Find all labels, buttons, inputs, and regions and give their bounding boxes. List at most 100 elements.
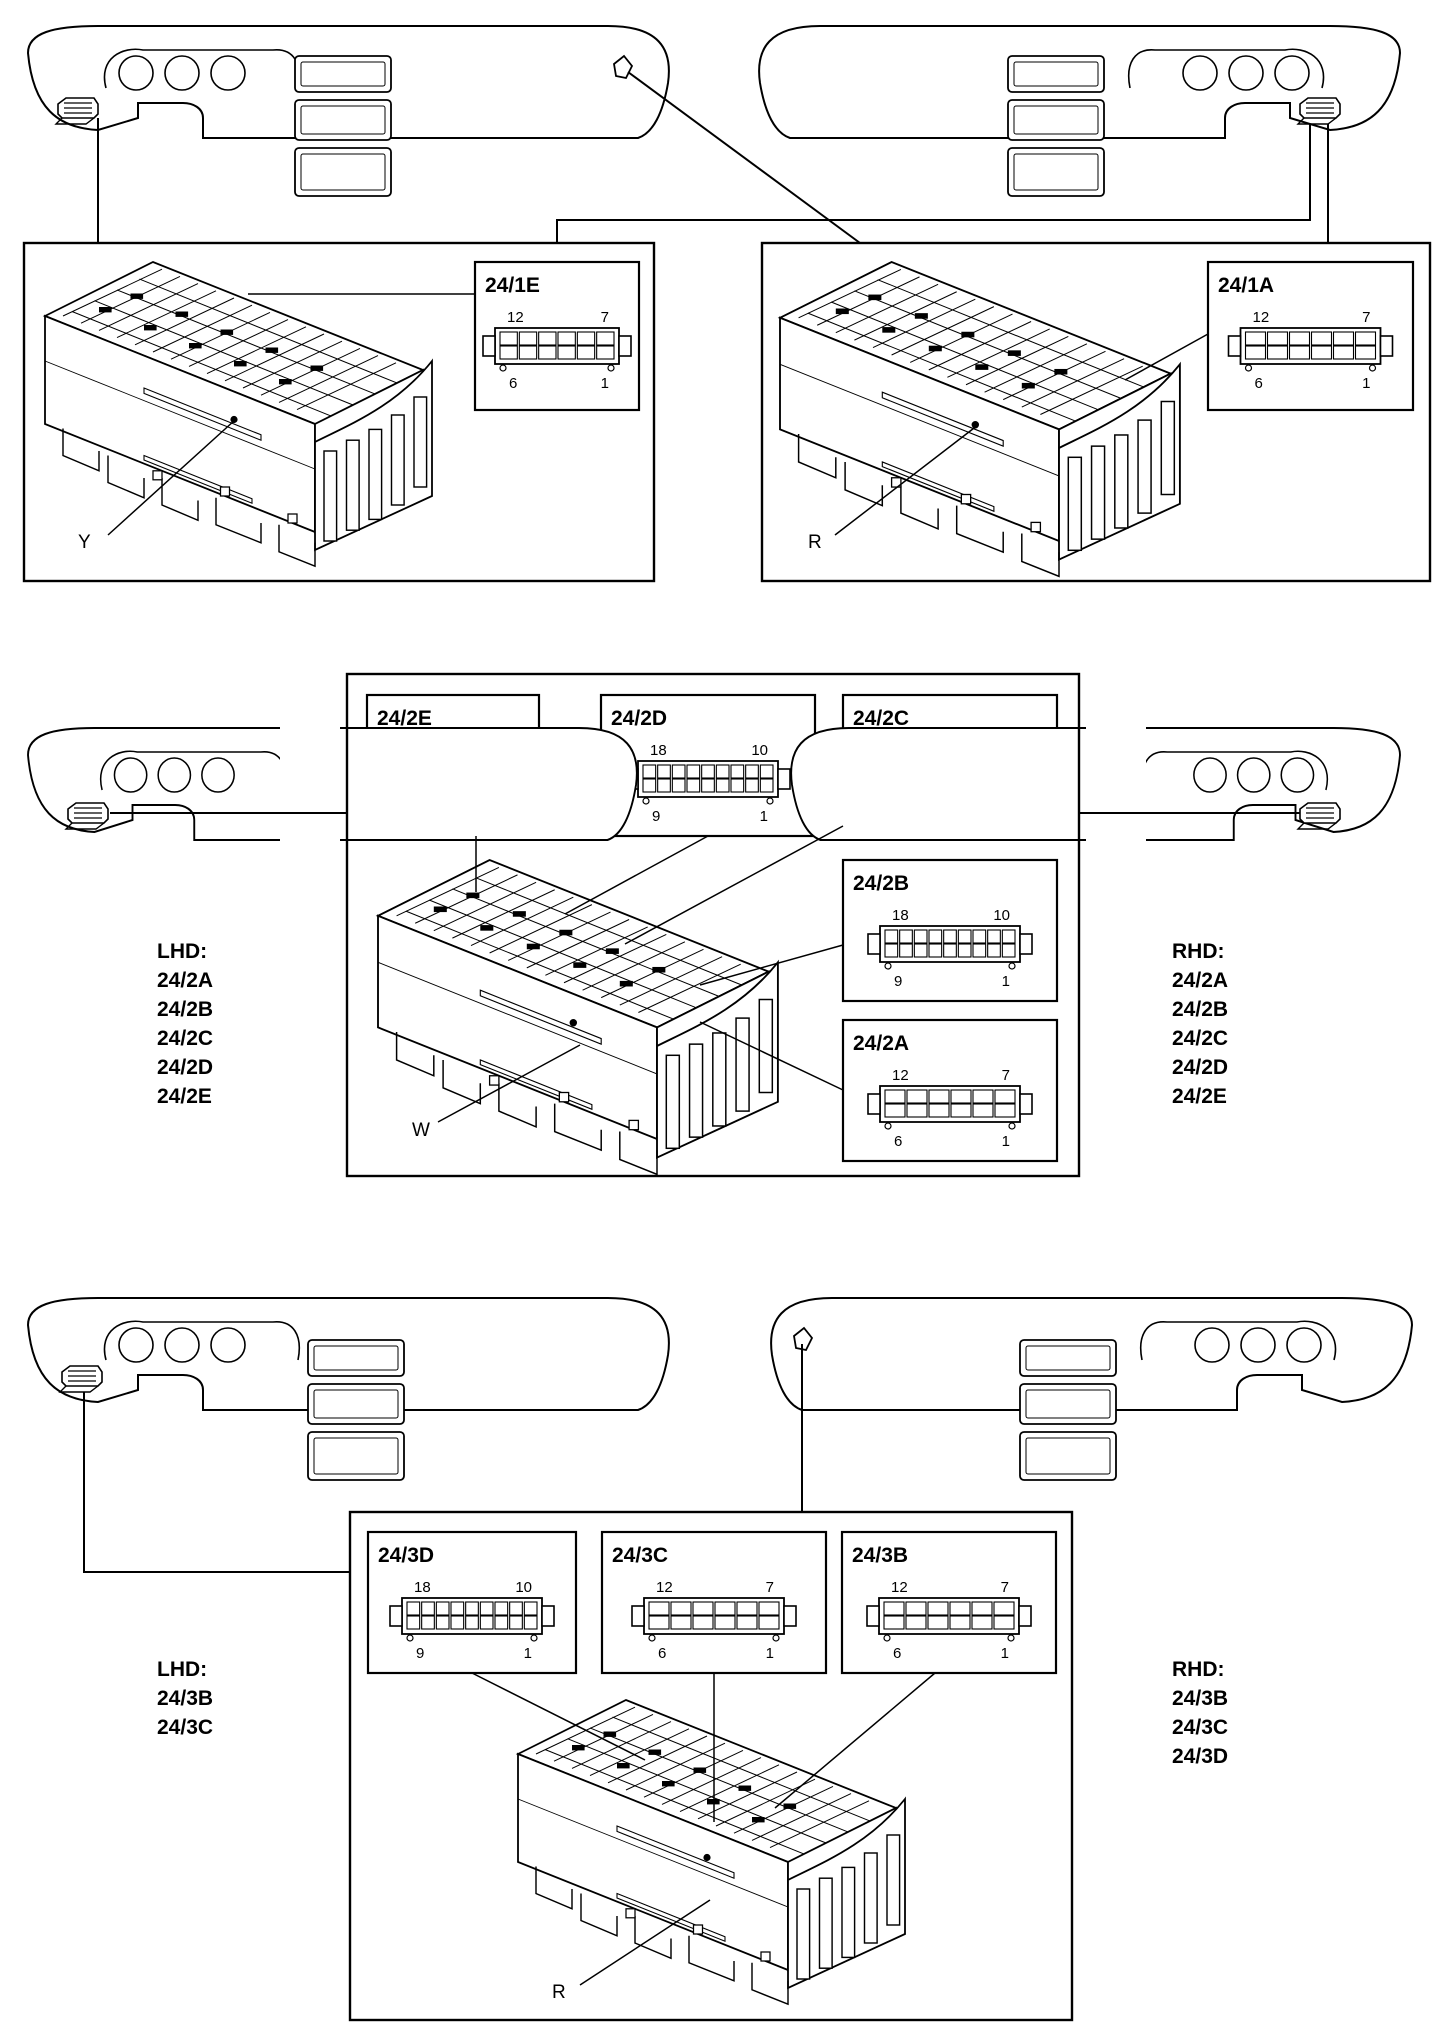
connector-pin-marker	[772, 1634, 780, 1642]
pin-number-label: 1	[601, 375, 609, 392]
pin-number-label: 1	[524, 1645, 532, 1662]
connector-cavity	[987, 929, 1001, 944]
connector-code: 24/2D	[611, 707, 667, 730]
connector-cavity	[686, 778, 701, 793]
connector-pin-marker	[648, 1634, 656, 1642]
lhd-title: LHD:	[157, 940, 208, 963]
connector-code: 24/3C	[612, 1544, 668, 1567]
connector-latch	[867, 1093, 881, 1115]
pin-number-label: 18	[650, 742, 667, 759]
connector-cavity	[701, 778, 715, 793]
pin-number-label: 7	[1001, 1579, 1009, 1596]
rhd-item: 24/2C	[1172, 1027, 1229, 1050]
pin-number-label: 1	[1001, 1645, 1009, 1662]
connector-latch	[482, 335, 496, 357]
pin-number-label: 6	[509, 375, 517, 392]
connector-cavity	[905, 1615, 927, 1630]
connector-cavity	[465, 1601, 479, 1616]
rhd-connector-list: RHD: 24/3B 24/3C 24/3D	[1172, 1655, 1228, 1771]
connector-latch	[866, 1605, 880, 1627]
connector-pin-marker	[1007, 1634, 1015, 1642]
connector-pin-marker	[406, 1634, 414, 1642]
pin-number-label: 12	[892, 1067, 909, 1084]
unit-frame-right	[760, 241, 1432, 583]
connector-cavity	[576, 331, 596, 346]
connector-cavity	[715, 764, 730, 779]
pin-number-label: 1	[1002, 1133, 1010, 1150]
central-electronic-module-right	[779, 261, 1181, 578]
connector-cavity	[479, 1601, 494, 1616]
connector-cavity	[714, 1601, 736, 1616]
connector-cavity	[523, 1615, 538, 1630]
connector-cavity	[884, 1103, 906, 1118]
connector-cavity	[450, 1601, 465, 1616]
connector-cavity	[435, 1601, 450, 1616]
connector-cavity	[994, 1103, 1016, 1118]
connector-pin-marker	[1008, 962, 1016, 970]
connector-cavity	[759, 764, 774, 779]
connector-cavity	[642, 778, 657, 793]
connector-cavity	[715, 778, 730, 793]
connector-cavity	[928, 943, 943, 958]
connector-cavity	[730, 764, 745, 779]
connector-cavity	[1244, 345, 1267, 360]
connector-cavity	[576, 345, 596, 360]
section-3: R	[27, 1297, 1412, 2022]
rhd-item: 24/3D	[1172, 1745, 1229, 1768]
connector-cavity	[927, 1601, 949, 1616]
connector-cavity	[494, 1615, 509, 1630]
connector-cavity	[596, 331, 615, 346]
pin-number-label: 12	[891, 1579, 908, 1596]
connector-latch	[631, 1605, 645, 1627]
connector-cavity	[928, 1089, 950, 1104]
connector-cavity	[957, 929, 972, 944]
pin-number-label: 6	[894, 1133, 902, 1150]
unit-frame-left	[22, 241, 656, 583]
connector-cavity	[406, 1615, 421, 1630]
connector-cavity	[987, 943, 1001, 958]
connector-code: 24/3D	[378, 1544, 434, 1567]
connector-code: 24/1A	[1218, 274, 1274, 297]
connector-cavity	[557, 331, 576, 346]
connector-cavity	[759, 778, 774, 793]
connector-cavity	[670, 1601, 692, 1616]
connector-cavity	[943, 929, 957, 944]
connector-cavity	[906, 1103, 928, 1118]
connector-cavity	[899, 943, 913, 958]
connector-cavity	[671, 764, 686, 779]
connector-cavity	[648, 1601, 670, 1616]
connector-code: 24/1E	[485, 274, 540, 297]
connector-code: 24/2C	[853, 707, 909, 730]
connector-cavity	[736, 1615, 758, 1630]
rhd-item: 24/2D	[1172, 1056, 1229, 1079]
connector-cavity	[928, 1103, 950, 1118]
connector-cavity	[518, 345, 538, 360]
marker-leader	[579, 1899, 711, 1986]
connector-cavity	[538, 345, 557, 360]
dashboard-lhd-1	[27, 25, 670, 197]
connector-cavity	[927, 1615, 949, 1630]
connector-cavity	[884, 929, 899, 944]
central-electronic-module-bottom	[517, 1699, 906, 2006]
connector-cavity	[993, 1601, 1015, 1616]
connector-cavity	[1266, 345, 1289, 360]
lhd-item: 24/3B	[157, 1687, 214, 1710]
lhd-title: LHD:	[157, 1658, 208, 1681]
connector-leader	[1124, 333, 1209, 381]
rhd-item: 24/2E	[1172, 1085, 1227, 1108]
connector-cavity	[1354, 345, 1377, 360]
rhd-item: 24/2A	[1172, 969, 1229, 992]
connector-cavity	[538, 331, 557, 346]
marker-w: W	[412, 1120, 430, 1141]
rhd-title: RHD:	[1172, 1658, 1225, 1681]
connector-cavity	[993, 1615, 1015, 1630]
connector-cavity	[913, 943, 928, 958]
connector-cavity	[884, 943, 899, 958]
connector-latch	[1379, 335, 1394, 357]
unit-frame-center	[345, 672, 1081, 1178]
connector-pin-marker	[607, 364, 615, 372]
connector-cavity	[692, 1615, 714, 1630]
pin-number-label: 6	[658, 1645, 666, 1662]
